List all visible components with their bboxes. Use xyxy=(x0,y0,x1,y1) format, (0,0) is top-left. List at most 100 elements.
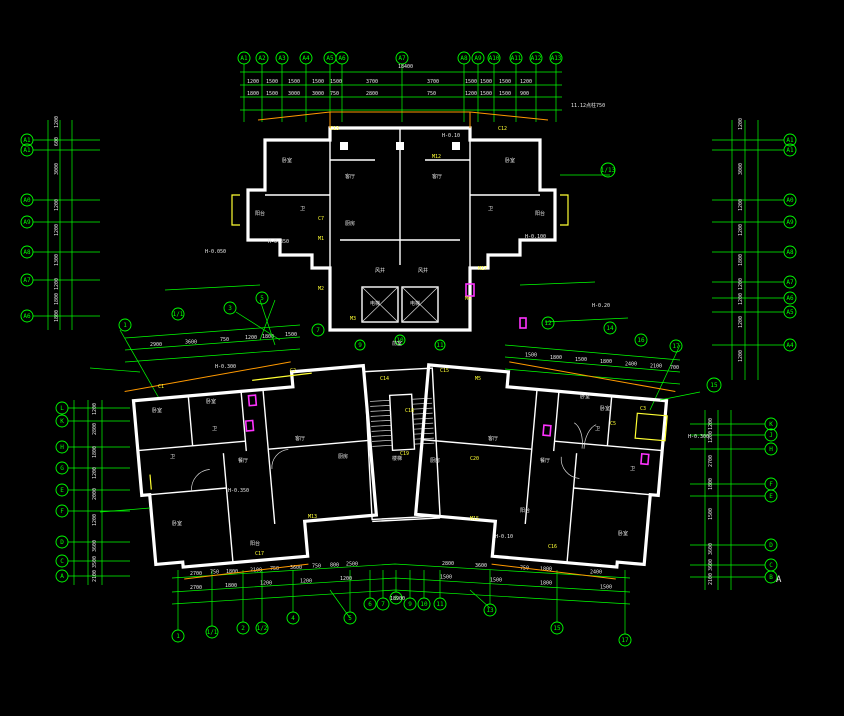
bottom-axis-bubble: 2 xyxy=(236,621,250,635)
svg-text:A6: A6 xyxy=(786,295,794,302)
mid-dim-left: 1800 xyxy=(262,334,274,340)
bottom-axis-bubble: 10 xyxy=(417,597,431,611)
room-bath2-r: 卫 xyxy=(630,466,635,472)
right-axis-bubble: A0 xyxy=(783,193,797,207)
left-lower-dim: 1200 xyxy=(92,403,98,415)
bottom-dim-1: 750 xyxy=(210,570,219,576)
svg-text:A5: A5 xyxy=(326,55,334,62)
room-bedroom3-l: 卧室 xyxy=(172,520,182,527)
room-bath-tl: 卫 xyxy=(300,206,305,212)
svg-text:7: 7 xyxy=(316,327,320,334)
svg-text:A9: A9 xyxy=(474,55,482,62)
bottom-dim-2: 1500 xyxy=(490,578,502,584)
right-lower-axis-bubble: C xyxy=(764,558,778,572)
mid-dim-left: 1500 xyxy=(285,332,297,338)
left-axis-bubble: A1 xyxy=(20,133,34,147)
room-hall: 前室 xyxy=(392,340,402,347)
left-lower-axis-bubble: G xyxy=(55,461,69,475)
svg-text:A6: A6 xyxy=(338,55,346,62)
left-lower-dim: 1200 xyxy=(92,514,98,526)
corner-label: A xyxy=(776,575,782,585)
right-lower-dim: 3600 xyxy=(708,543,714,555)
svg-text:A4: A4 xyxy=(302,55,310,62)
room-bedroom3-r: 卧室 xyxy=(618,530,628,537)
right-lower-dim: 1200 xyxy=(708,418,714,430)
top-dim-1: 1500 xyxy=(288,79,300,85)
svg-text:H: H xyxy=(769,446,773,453)
svg-text:17: 17 xyxy=(672,343,680,350)
mid-dim-right: 1500 xyxy=(575,357,587,363)
svg-text:A1: A1 xyxy=(23,137,31,144)
bottom-dim-1: 750 xyxy=(270,566,279,572)
right-upper-dimension xyxy=(712,120,784,380)
top-dim-1: 1200 xyxy=(247,79,259,85)
left-axis-bubble: A9 xyxy=(20,215,34,229)
left-lower-dim: 2800 xyxy=(92,423,98,435)
room-bath1-l: 卫 xyxy=(212,426,217,432)
top-dim-2: 3000 xyxy=(312,91,324,97)
top-dim-2: 2800 xyxy=(366,91,378,97)
door-label: C12 xyxy=(498,126,507,132)
room-bedroom-tl: 卧室 xyxy=(282,157,292,164)
svg-text:A6: A6 xyxy=(23,313,31,320)
right-dim: 3000 xyxy=(738,163,744,175)
left-lower-axis-bubble: F xyxy=(55,504,69,518)
bottom-dim-2: 2700 xyxy=(190,585,202,591)
bottom-dim-1: 800 xyxy=(330,563,339,569)
left-dim: 600 xyxy=(54,137,60,146)
left-axis-bubble: A1 xyxy=(20,143,34,157)
door-label: M1 xyxy=(318,236,324,242)
svg-text:A0: A0 xyxy=(23,197,31,204)
bottom-dim-1: 2500 xyxy=(346,562,358,568)
svg-text:A7: A7 xyxy=(23,277,31,284)
svg-text:11: 11 xyxy=(436,342,444,349)
svg-text:A1: A1 xyxy=(23,147,31,154)
room-bedroom2-l: 卧室 xyxy=(206,398,216,405)
svg-text:A7: A7 xyxy=(786,279,794,286)
room-balcony-tr: 阳台 xyxy=(535,210,545,217)
svg-text:D: D xyxy=(60,539,64,546)
door-label: C1 xyxy=(158,384,164,390)
svg-text:15: 15 xyxy=(710,382,718,389)
top-dim-1: 3700 xyxy=(427,79,439,85)
room-bath2-l: 卫 xyxy=(170,454,175,460)
svg-text:1: 1 xyxy=(176,633,180,640)
level-2: H-0.050 xyxy=(205,249,226,255)
left-axis-bubble: A8 xyxy=(20,245,34,259)
mid-axis-bubble-left: 1 xyxy=(118,318,132,332)
bottom-axis-bubble: 15 xyxy=(550,621,564,635)
bottom-axis-bubble: 13 xyxy=(483,603,497,617)
level-0: H-0.10 xyxy=(442,133,460,139)
left-lower-axis-bubble: A xyxy=(55,569,69,583)
svg-text:8: 8 xyxy=(394,595,398,602)
door-label: M4 xyxy=(465,296,471,302)
right-axis-bubble: A5 xyxy=(783,305,797,319)
left-dim: 1200 xyxy=(54,278,60,290)
room-kitchen-r: 厨房 xyxy=(430,457,440,464)
top-axis-bubble: A1 xyxy=(237,51,251,65)
left-lower-dim: 2100 xyxy=(92,570,98,582)
room-elevator-1: 电梯 xyxy=(370,300,380,307)
central-stair xyxy=(363,367,441,523)
bottom-dim-2: 1200 xyxy=(340,576,352,582)
mid-dim-right: 2400 xyxy=(625,361,637,367)
right-room-labels: 卧室 卧室 卧室 客厅 餐厅 厨房 卫 卫 阳台 xyxy=(430,393,635,537)
mid-dim-right: 1800 xyxy=(550,355,562,361)
bottom-axis-bubble: 7 xyxy=(376,597,390,611)
top-dim-2: 750 xyxy=(427,91,436,97)
top-dim-1: 1500 xyxy=(312,79,324,85)
left-wing-dimension xyxy=(119,299,301,401)
door-label: C2 xyxy=(290,368,296,374)
bottom-dim-2: 1500 xyxy=(440,575,452,581)
bottom-dim-2: 1200 xyxy=(260,581,272,587)
bottom-dim-2: 1200 xyxy=(300,578,312,584)
bottom-dim-2: 1500 xyxy=(600,584,612,590)
svg-text:D: D xyxy=(769,542,773,549)
svg-text:9: 9 xyxy=(358,342,362,349)
